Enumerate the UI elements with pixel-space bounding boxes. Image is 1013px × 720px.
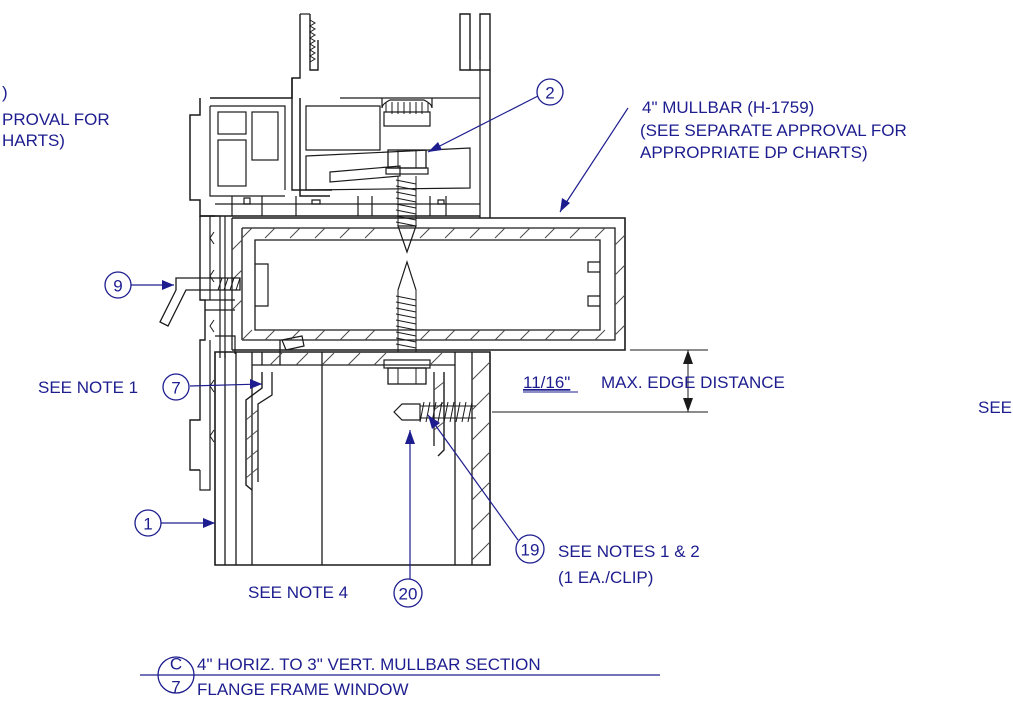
edge-dimension — [492, 349, 708, 413]
right-cut-label: SEE — [978, 398, 1012, 417]
edge-distance-value: 11/16" — [523, 373, 570, 392]
left-cut-label-2: PROVAL FOR — [2, 110, 110, 129]
mullbar-label-2: (SEE SEPARATE APPROVAL FOR — [640, 121, 907, 140]
anchor-clip-9 — [159, 277, 241, 327]
callout-2-number: 2 — [545, 84, 554, 103]
mid-screw — [383, 260, 431, 385]
section-title-line-1: 4" HORIZ. TO 3" VERT. MULLBAR SECTION — [197, 655, 541, 674]
leaders — [130, 95, 629, 580]
side-screw — [393, 401, 476, 423]
mullbar-label-1: 4" MULLBAR (H-1759) — [642, 98, 814, 117]
see-note-1-label: SEE NOTE 1 — [38, 378, 138, 397]
section-letter: C — [170, 655, 182, 674]
labels: ) PROVAL FOR HARTS) SEE 4" MULLBAR (H-17… — [2, 83, 1012, 602]
edge-distance-text: MAX. EDGE DISTANCE — [601, 373, 785, 392]
section-title: C 7 4" HORIZ. TO 3" VERT. MULLBAR SECTIO… — [140, 655, 660, 699]
callout-1-number: 1 — [143, 515, 152, 534]
callout-19: 19 — [515, 534, 545, 564]
callout-20-number: 20 — [399, 585, 418, 604]
callout-9-number: 9 — [113, 277, 122, 296]
callout-7: 7 — [162, 373, 190, 401]
see-notes-1-2-label: SEE NOTES 1 & 2 — [558, 542, 700, 561]
mullbar-4in — [231, 217, 626, 351]
callout-19-number: 19 — [521, 541, 540, 560]
mullion-3in — [214, 335, 491, 566]
callout-9: 9 — [104, 271, 132, 299]
each-clip-label: (1 EA./CLIP) — [558, 568, 653, 587]
section-sheet-number: 7 — [171, 678, 180, 697]
section-title-line-2: FLANGE FRAME WINDOW — [197, 680, 409, 699]
callout-2: 2 — [536, 78, 564, 106]
left-cut-label-3: HARTS) — [2, 131, 65, 150]
left-cut-label-1: ) — [2, 83, 8, 102]
window-frame-profile — [189, 13, 491, 491]
callout-20: 20 — [393, 578, 423, 608]
see-note-4-label: SEE NOTE 4 — [248, 583, 348, 602]
callout-7-number: 7 — [171, 379, 180, 398]
callout-1: 1 — [134, 509, 162, 537]
mullbar-label-3: APPROPRIATE DP CHARTS) — [640, 143, 868, 162]
top-screw — [381, 98, 433, 254]
